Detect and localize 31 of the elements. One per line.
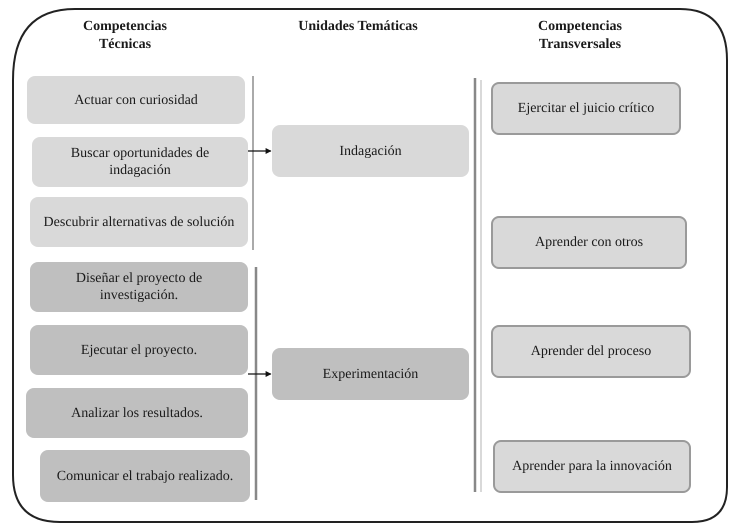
box-text: Ejercitar el juicio crítico <box>518 100 654 117</box>
competency-box <box>30 197 248 247</box>
competency-box <box>493 440 691 493</box>
unit-box <box>272 348 469 400</box>
arrow <box>248 148 272 154</box>
competency-box <box>491 216 687 269</box>
box-text: Actuar con curiosidad <box>74 92 198 108</box>
unit-box <box>272 125 469 177</box>
box-text: Indagación <box>339 142 402 160</box>
column-heading: Unidades Temáticas <box>297 18 419 36</box>
box-text: Comunicar el trabajo realizado. <box>56 468 234 484</box>
box-text: Analizar los resultados. <box>71 404 203 422</box>
competency-box <box>26 388 248 438</box>
competency-box <box>27 76 245 124</box>
arrow <box>248 371 272 377</box>
box-text: Experimentación <box>322 366 418 382</box>
competency-box <box>491 325 691 378</box>
competency-box <box>30 262 248 312</box>
competency-box <box>32 137 248 187</box>
competency-box <box>491 82 681 135</box>
box-text: Aprender para la innovación <box>512 458 672 475</box>
box-text: Aprender con otros <box>534 234 644 251</box>
box-text: Diseñar el proyecto de investigación. <box>74 270 204 304</box>
competency-box <box>30 325 248 375</box>
box-text: Descubrir alternativas de solución <box>44 214 234 230</box>
box-text: Ejecutar el proyecto. <box>80 342 198 358</box>
column-heading: Competencias Técnicas <box>82 18 168 54</box>
column-heading: Competencias Transversales <box>537 18 623 54</box>
competency-box <box>40 450 250 502</box>
box-text: Aprender del proceso <box>530 343 652 360</box>
box-text: Buscar oportunidades de indagación <box>70 145 210 179</box>
